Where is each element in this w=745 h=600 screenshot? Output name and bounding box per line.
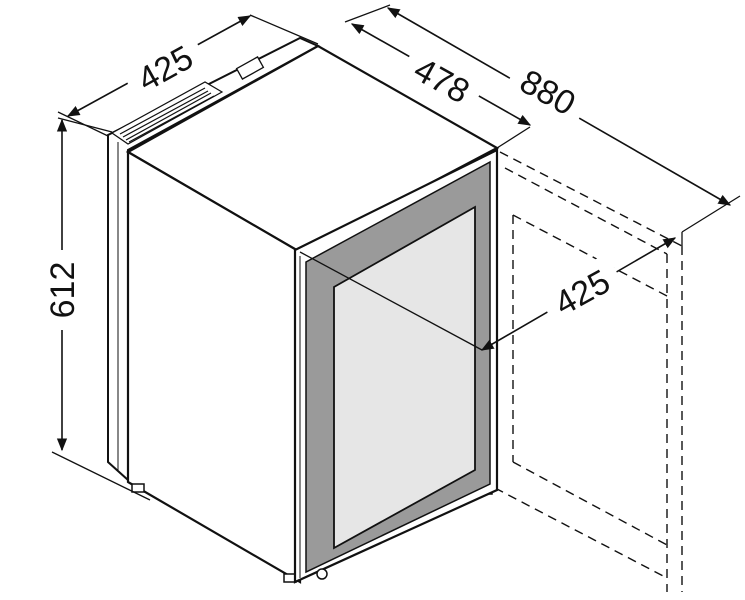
door-swing-outline [494, 151, 683, 592]
dim-label-height: 612 [40, 250, 82, 330]
svg-text:612: 612 [44, 262, 82, 319]
cabinet-back [107, 36, 321, 483]
cabinet-side [126, 150, 302, 584]
glass-door [293, 148, 499, 584]
door-lock-icon [316, 568, 328, 580]
dim-label-door-width: 425 [536, 253, 626, 328]
